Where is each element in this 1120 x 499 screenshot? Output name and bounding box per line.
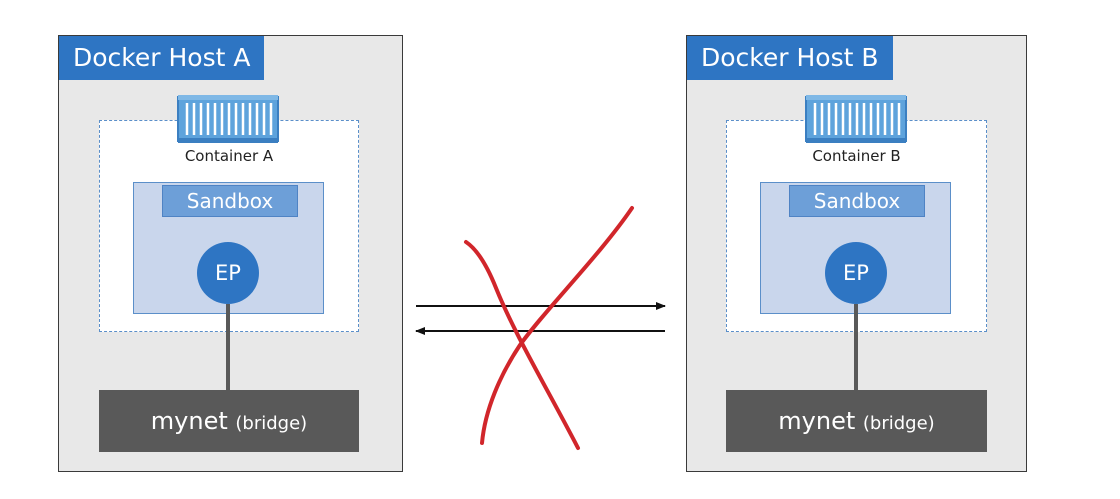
endpoint-b: EP bbox=[825, 242, 887, 304]
endpoint-a-link bbox=[226, 304, 230, 390]
container-b-label: Container B bbox=[812, 147, 901, 165]
sandbox-b-label: Sandbox bbox=[789, 185, 925, 217]
network-b-name: mynet bbox=[778, 407, 856, 435]
cross-mark-icon bbox=[464, 206, 634, 450]
container-a-label: Container A bbox=[184, 147, 274, 165]
network-a-bridge: mynet (bridge) bbox=[99, 390, 359, 452]
endpoint-b-link bbox=[854, 304, 858, 390]
endpoint-a: EP bbox=[197, 242, 259, 304]
container-icon bbox=[805, 95, 907, 143]
network-b-bridge: mynet (bridge) bbox=[726, 390, 987, 452]
container-icon bbox=[177, 95, 279, 143]
sandbox-a-label: Sandbox bbox=[162, 185, 298, 217]
network-a-name: mynet bbox=[150, 407, 228, 435]
host-a-title: Docker Host A bbox=[59, 36, 265, 80]
host-b-title: Docker Host B bbox=[687, 36, 893, 80]
network-a-driver: (bridge) bbox=[235, 413, 308, 434]
network-b-driver: (bridge) bbox=[862, 413, 935, 434]
